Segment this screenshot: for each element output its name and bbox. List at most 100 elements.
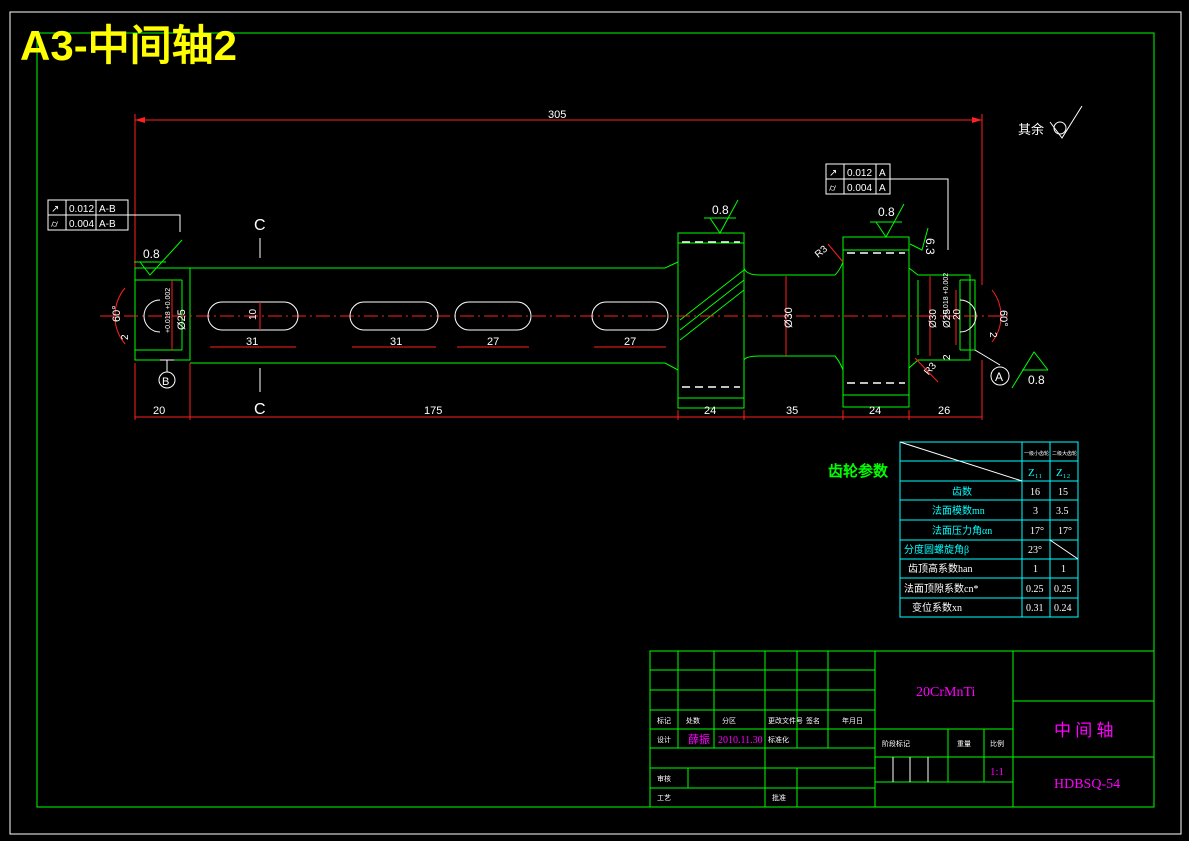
- gear-row-0: 齿数 16 15: [952, 485, 1068, 498]
- inner-frame: [36, 32, 1155, 808]
- gear-row-label: 齿数: [952, 485, 972, 498]
- dim-key2: 31: [390, 336, 402, 348]
- datum-b: B: [162, 376, 169, 388]
- dim-dia-left: Ø25: [176, 309, 188, 330]
- center-hole-left: [114, 287, 161, 345]
- roughness-right: [1011, 351, 1049, 389]
- tol-right-1-ref: A: [879, 183, 886, 194]
- tb-col-1: 处数: [686, 716, 700, 725]
- dim-seg-20: 20: [153, 405, 165, 417]
- tb-design-label: 设计: [657, 735, 671, 744]
- tb-part-name: 中 间 轴: [1054, 721, 1114, 740]
- gear-row-v2: 3.5: [1056, 506, 1069, 517]
- tb-scale: 1:1: [990, 766, 1004, 778]
- datum-a: A: [995, 370, 1003, 384]
- gear-row-v1: 0.25: [1026, 584, 1044, 595]
- roughness-default-label: 其余: [1018, 122, 1044, 137]
- dim-key3: 27: [487, 336, 499, 348]
- roughness-default-symbol: [1049, 105, 1083, 139]
- dim-seg-175: 175: [424, 405, 442, 417]
- tol-left-0-value: 0.012: [69, 204, 94, 215]
- tb-review-label: 审核: [657, 774, 671, 783]
- roughness-left: [134, 239, 183, 276]
- roughness-gear1: [704, 199, 739, 234]
- tol-right-1-symbol: ⌭: [829, 183, 837, 194]
- roughness-right-value: 0.8: [1028, 373, 1045, 387]
- dim-dia-right1: Ø30: [928, 309, 939, 328]
- roughness-chamfer: [909, 227, 929, 251]
- gear-row-label: 分度圆螺旋角β: [904, 543, 969, 556]
- gear-row-v1: 0.31: [1026, 603, 1044, 614]
- tb-approve-label: 批准: [772, 793, 786, 802]
- gear-header-1: 一级小齿轮: [1024, 450, 1049, 457]
- outer-frame: [9, 11, 1182, 835]
- keyway-4: [591, 301, 669, 331]
- tb-std-label: 标准化: [768, 735, 789, 744]
- gear-row-3: 分度圆螺旋角β 23°: [904, 543, 1042, 556]
- gear-row-v1: 17°: [1030, 526, 1044, 537]
- dim-seg-24a: 24: [704, 405, 716, 417]
- dim-seg-24b: 24: [869, 405, 881, 417]
- gear-params-caption: 齿轮参数: [828, 462, 889, 480]
- gear-row-v2: 1: [1061, 564, 1066, 575]
- tb-col-0: 标记: [657, 716, 671, 725]
- keyway-1: [207, 301, 299, 331]
- dim-seg-35: 35: [786, 405, 798, 417]
- gear-params-table: [899, 441, 1079, 618]
- gear-row-2: 法面压力角αn 17° 17°: [932, 524, 1072, 537]
- shaft-outline: [134, 232, 976, 409]
- roughness-gear2: [870, 203, 905, 238]
- datum-b-circle: [158, 371, 176, 389]
- tb-material: 20CrMnTi: [916, 685, 976, 700]
- gear-row-label: 变位系数xn: [912, 601, 962, 614]
- dim-dia-right-tol: +0.018 +0.002: [943, 273, 950, 318]
- roughness-gear2-value: 0.8: [878, 205, 895, 219]
- tb-col-5: 年月日: [842, 716, 863, 725]
- tb-weight-label: 重量: [957, 740, 971, 748]
- tb-designer: 薛振: [688, 732, 710, 746]
- tb-col-2: 分区: [722, 716, 736, 725]
- gear-row-v1: 16: [1030, 487, 1040, 498]
- roughness-chamfer-value: 6.3: [923, 238, 937, 255]
- gear-row-v1: 3: [1033, 506, 1038, 517]
- tol-right-1-value: 0.004: [847, 183, 872, 194]
- tol-right-0-value: 0.012: [847, 168, 872, 179]
- gear-symbol-2: Z₁₂: [1056, 467, 1071, 479]
- tb-col-4: 签名: [806, 716, 820, 725]
- tb-process-label: 工艺: [657, 794, 671, 802]
- center-hole-right: [959, 289, 1002, 343]
- tol-left-1-symbol: ⌭: [51, 219, 59, 230]
- gear-row-v2: 0.25: [1054, 584, 1072, 595]
- keyway-3: [454, 301, 532, 331]
- gear-row-v2: 0.24: [1054, 603, 1072, 614]
- center-2a: 2: [120, 334, 131, 340]
- tolerance-frame-left: [47, 199, 181, 232]
- gear-row-label: 法面压力角αn: [932, 524, 992, 537]
- tol-left-0-symbol: ↗: [51, 204, 59, 215]
- dim-right-2: 2: [942, 354, 953, 360]
- center-angle-right: 60°: [997, 310, 1009, 327]
- roughness-gear1-value: 0.8: [712, 203, 729, 217]
- roughness-left-value: 0.8: [143, 247, 160, 261]
- gear-header-2: 二级大齿轮: [1052, 450, 1077, 457]
- gear-row-v2: 17°: [1058, 526, 1072, 537]
- dim-key1: 31: [246, 336, 258, 348]
- gear-row-v1: 23°: [1028, 545, 1042, 556]
- gear-row-v1: 1: [1033, 564, 1038, 575]
- dim-seg-26: 26: [938, 405, 950, 417]
- center-angle-left: 60°: [111, 305, 123, 322]
- keyway-2: [349, 301, 439, 331]
- dim-dia-left-tol: +0.018 +0.002: [165, 288, 172, 333]
- center-2b: 2: [987, 332, 998, 338]
- gear-row-1: 法面模数mn 3 3.5: [932, 504, 1069, 517]
- gear-row-5: 法面顶隙系数cn* 0.25 0.25: [904, 582, 1072, 595]
- tb-scale-label: 比例: [990, 739, 1004, 748]
- dim-key-width: 10: [248, 308, 259, 320]
- tol-right-0-ref: A: [879, 168, 886, 179]
- gear-symbol-1: Z₁₁: [1028, 467, 1043, 479]
- dim-dia-right2: Ø25: [942, 309, 953, 328]
- sheet-title: A3-中间轴2: [20, 22, 237, 69]
- dim-right-20: 20: [952, 308, 963, 320]
- gear-row-6: 变位系数xn 0.31 0.24: [912, 601, 1072, 614]
